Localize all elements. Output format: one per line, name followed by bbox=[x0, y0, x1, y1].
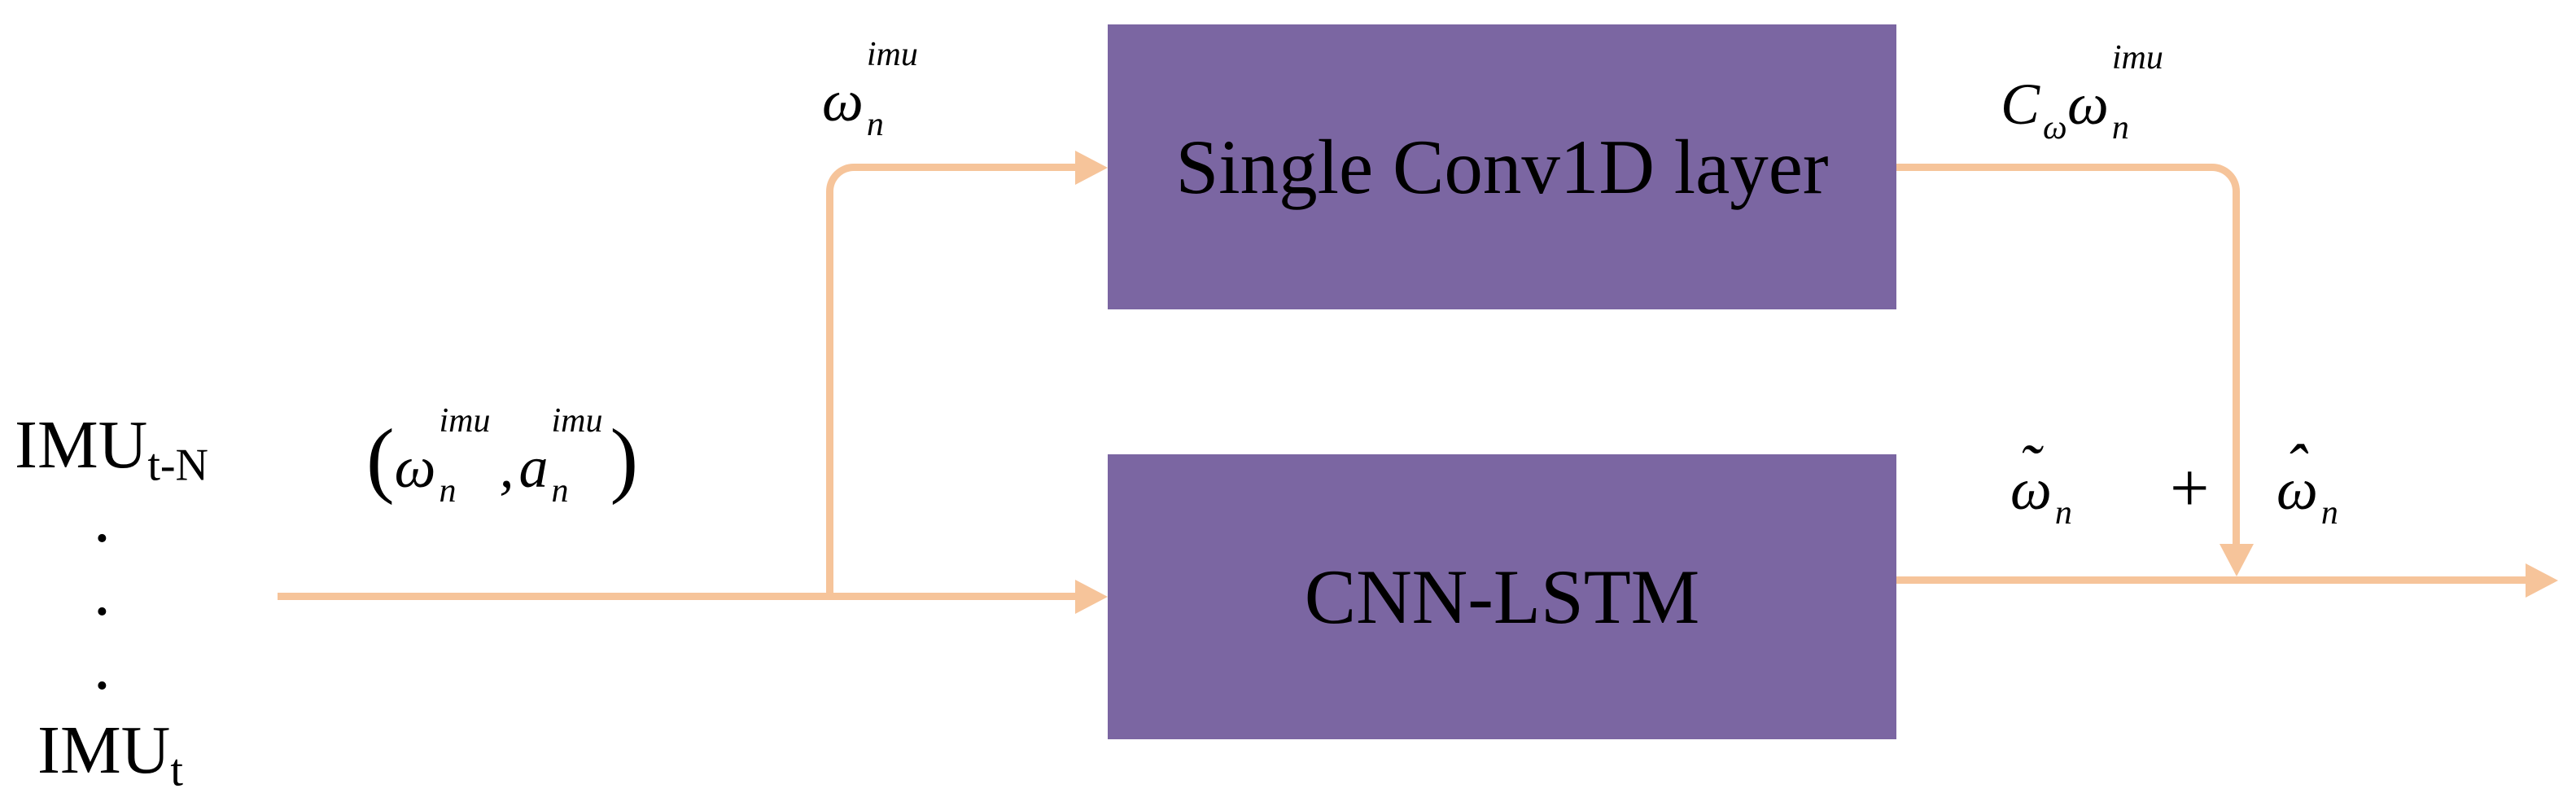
omega-base: ω bbox=[2276, 457, 2318, 522]
omega-superscript: imu bbox=[866, 36, 918, 73]
connector-branch-horizontal bbox=[861, 164, 1075, 171]
cnn-lstm-box-label: CNN-LSTM bbox=[1304, 553, 1700, 640]
omega-base: ω bbox=[2010, 457, 2052, 522]
accel-subscript: n bbox=[551, 472, 569, 510]
input-pair-label: ( ω imu n , a imu n ) bbox=[366, 404, 639, 508]
cnn-lstm-box: CNN-LSTM bbox=[1108, 454, 1896, 739]
coefficient-symbol: C ω bbox=[2001, 72, 2067, 145]
omega-subscript: n bbox=[2054, 494, 2072, 532]
omega-subscript: n bbox=[2111, 109, 2129, 147]
gyro-branch-label: ω imu n bbox=[822, 37, 925, 142]
omega-base: ω bbox=[394, 435, 436, 500]
coefficient-base: C bbox=[2001, 72, 2040, 137]
ellipsis-dot: • bbox=[96, 668, 108, 705]
arrowhead-right-icon bbox=[2526, 563, 2558, 598]
input-label-imu-t-n: IMUt-N bbox=[15, 411, 208, 489]
omega-base: ω bbox=[822, 68, 864, 134]
omega-symbol: ω imu n bbox=[822, 37, 918, 142]
accel-symbol: a imu n bbox=[518, 404, 602, 508]
arrowhead-right-icon bbox=[1075, 580, 1108, 614]
imu-bottom-base: IMU bbox=[37, 712, 171, 788]
accel-superscript: imu bbox=[551, 402, 603, 440]
conv1d-box-label: Single Conv1D layer bbox=[1175, 123, 1829, 210]
imu-top-base: IMU bbox=[15, 407, 148, 483]
input-label-imu-t: IMUt bbox=[37, 716, 183, 793]
arrowhead-right-icon bbox=[1075, 151, 1108, 185]
connector-output-line bbox=[1896, 576, 2526, 584]
imu-top-sub: t-N bbox=[147, 440, 208, 491]
omega-tilde-symbol: ˜ ω n bbox=[2010, 436, 2072, 531]
plus-sign: + bbox=[2170, 449, 2210, 527]
connector-branch-vertical bbox=[826, 198, 833, 596]
accel-base: a bbox=[518, 435, 549, 500]
omega-subscript: n bbox=[2320, 494, 2338, 532]
omega-symbol: ω imu n bbox=[394, 404, 491, 508]
connector-conv-out-horizontal bbox=[1896, 164, 2206, 171]
close-paren: ) bbox=[610, 412, 639, 506]
ellipsis-dot: • bbox=[96, 594, 108, 631]
imu-bottom-sub: t bbox=[170, 745, 183, 793]
omega-superscript: imu bbox=[2111, 39, 2163, 77]
comma: , bbox=[499, 435, 514, 500]
omega-superscript: imu bbox=[439, 402, 491, 440]
final-output-label: ˆ ω n bbox=[2276, 436, 2342, 531]
connector-corner bbox=[2202, 164, 2240, 201]
connector-corner bbox=[826, 164, 864, 201]
omega-base: ω bbox=[2067, 72, 2109, 137]
conv1d-box: Single Conv1D layer bbox=[1108, 24, 1896, 309]
lstm-output-label: ˜ ω n bbox=[2010, 436, 2076, 531]
connector-main-line bbox=[278, 593, 1075, 600]
ellipsis-dot: • bbox=[96, 520, 108, 558]
tilde-accent: ˜ bbox=[2018, 432, 2040, 502]
omega-symbol: ω imu n bbox=[2067, 41, 2163, 145]
hat-accent: ˆ bbox=[2285, 432, 2306, 502]
conv-output-label: C ω ω imu n bbox=[2001, 41, 2171, 145]
omega-hat-symbol: ˆ ω n bbox=[2276, 436, 2338, 531]
open-paren: ( bbox=[366, 412, 395, 506]
omega-subscript: n bbox=[866, 106, 884, 143]
connector-conv-out-vertical bbox=[2233, 198, 2240, 544]
coefficient-subscript: ω bbox=[2043, 109, 2067, 147]
arrowhead-down-icon bbox=[2220, 544, 2254, 576]
omega-subscript: n bbox=[439, 472, 457, 510]
